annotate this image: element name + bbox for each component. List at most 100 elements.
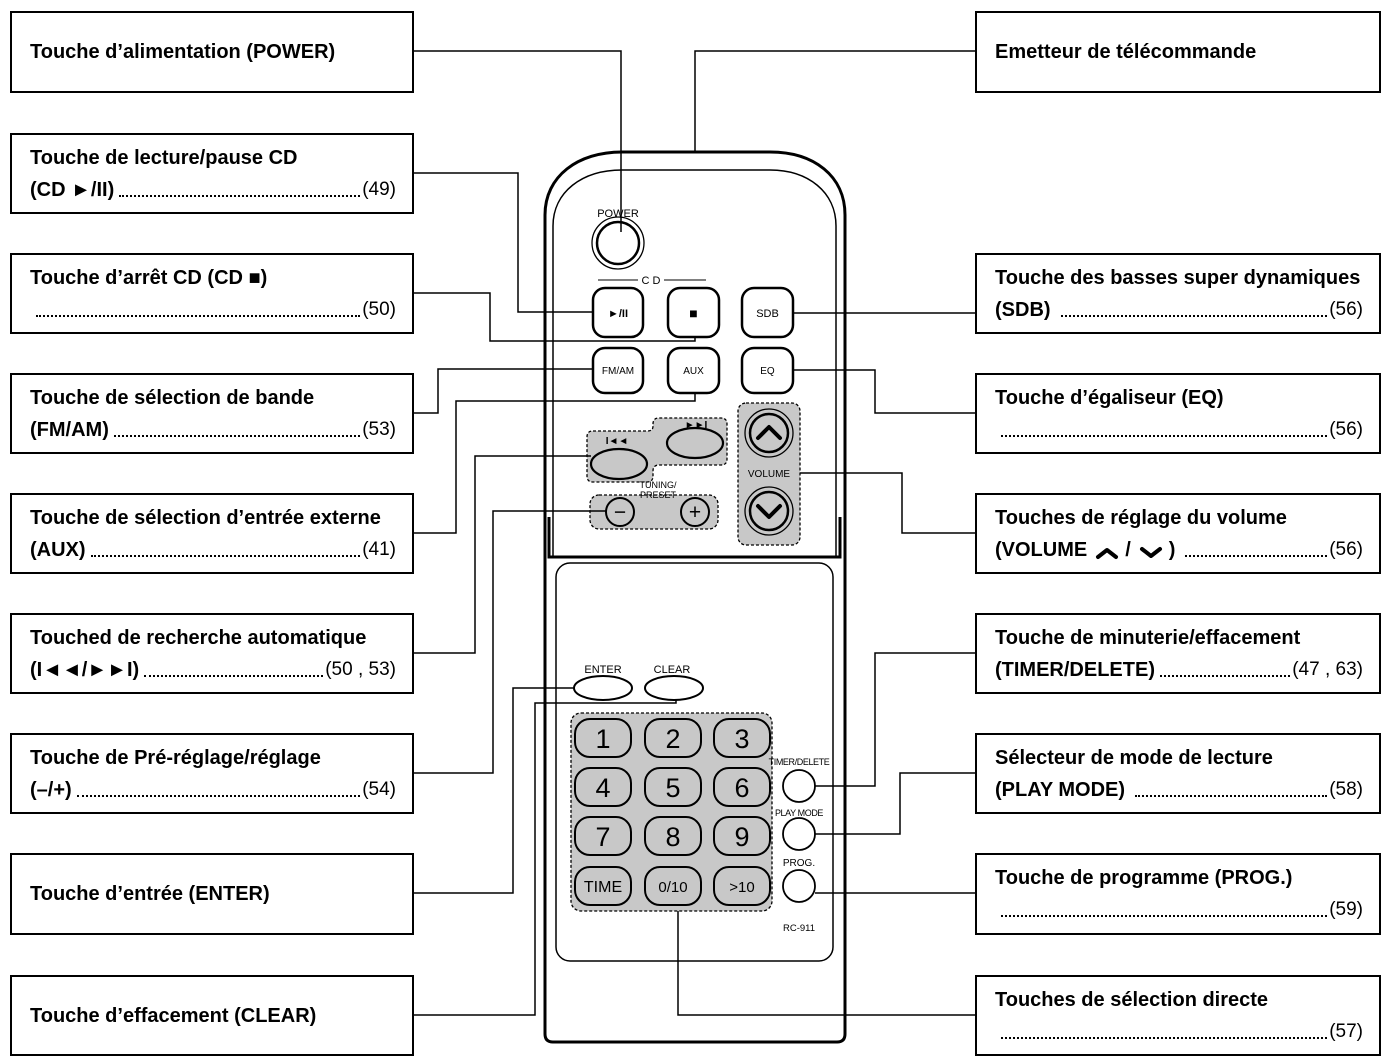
page-reference: (41) [362, 538, 396, 560]
callout-reference-row: (AUX) (41) [30, 534, 396, 566]
callout-reference-row: (59) [995, 894, 1363, 926]
dotted-leader [90, 554, 361, 557]
fm-am-label: FM/AM [602, 366, 634, 377]
callout-title: Touche des basses super dynamiques [995, 266, 1361, 289]
callout-title: Touche de minuterie/effacement [995, 626, 1301, 649]
callout-reference-row: (FM/AM) (53) [30, 414, 396, 446]
callout-line-tuning-preset [414, 510, 606, 774]
tuning-minus-button [605, 497, 635, 527]
key-5-button [644, 767, 702, 807]
skip-back-button [589, 447, 649, 481]
page-reference: (58) [1329, 778, 1363, 800]
page-reference: (59) [1329, 899, 1363, 920]
callout-line-direct-select [677, 911, 975, 1016]
callout-title: Touches de réglage du volume [995, 506, 1287, 529]
chevron-up-icon [1096, 547, 1119, 559]
callout-code-separator: / [1125, 538, 1131, 561]
callout-title: Touche d’égaliseur (EQ) [995, 386, 1224, 409]
prog-button [782, 869, 816, 903]
callout-box-fm-am: Touche de sélection de bande (FM/AM) (53… [10, 373, 414, 454]
callout-title: Touche de sélection de bande [30, 386, 315, 409]
callout-line-volume [800, 472, 975, 534]
page-reference: (50 , 53) [325, 658, 396, 680]
key-4-label: 4 [595, 773, 610, 803]
prog-label: PROG. [783, 858, 815, 869]
clear-button [644, 675, 704, 701]
play-mode-button [782, 817, 816, 851]
dotted-leader [113, 434, 361, 437]
key-over-10-button [713, 866, 771, 906]
key-time-button [574, 866, 632, 906]
volume-label: VOLUME [748, 469, 791, 480]
dotted-leader [1001, 1036, 1328, 1039]
callout-line-clear [414, 700, 677, 1016]
enter-label: ENTER [584, 664, 621, 676]
callout-code-end: ) [1168, 538, 1176, 561]
callout-reference-row: (56) [995, 414, 1363, 446]
callout-line-skip [414, 455, 591, 654]
callout-box-power: Touche d’alimentation (POWER) [10, 11, 414, 93]
chevron-up-icon [756, 425, 782, 440]
timer-delete-button [782, 769, 816, 803]
plus-label: + [689, 501, 701, 524]
callout-code: (VOLUME [995, 538, 1088, 561]
callout-lines [414, 50, 975, 1016]
callout-line-emitter [694, 50, 975, 152]
dotted-leader [1060, 314, 1328, 317]
fm-am-button [591, 346, 645, 395]
callout-line-aux [414, 393, 696, 534]
callout-box-aux: Touche de sélection d’entrée externe (AU… [10, 493, 414, 574]
stop-button [666, 286, 721, 339]
callout-line-timer-delete [815, 652, 975, 787]
power-label: POWER [597, 208, 639, 220]
callout-title: Touche d’alimentation (POWER) [30, 41, 336, 63]
callout-box-prog: Touche de programme (PROG.) (59) [975, 853, 1381, 935]
dotted-leader [36, 314, 361, 317]
page-reference: (56) [1329, 418, 1363, 440]
callout-reference-row: (50) [30, 294, 396, 326]
dotted-leader [1001, 434, 1328, 437]
key-0-10-button [644, 866, 702, 906]
chevron-down-icon [1139, 546, 1162, 558]
callout-line-fm-am [414, 368, 593, 414]
page-reference: (50) [362, 298, 396, 320]
page-reference: (49) [362, 178, 396, 200]
remote-control: POWER C D ►/II ■ SDB FM/AM AUX EQ I◄◄ ►►… [543, 150, 847, 1044]
key-4-button [574, 767, 632, 807]
page-reference: (56) [1329, 298, 1363, 320]
aux-button [666, 346, 721, 395]
cd-label: C D [642, 275, 661, 287]
key-6-label: 6 [734, 773, 749, 803]
dotted-leader [1135, 794, 1328, 797]
callout-code: (TIMER/DELETE) [995, 658, 1155, 681]
callout-title: Touche de sélection d’entrée externe [30, 506, 381, 529]
dotted-leader [1160, 674, 1291, 677]
callout-box-skip: Touched de recherche automatique (I◄◄/►►… [10, 613, 414, 694]
volume-down-button [748, 490, 790, 532]
callout-box-direct-select: Touches de sélection directe (57) [975, 975, 1381, 1056]
key-7-label: 7 [595, 822, 610, 852]
callout-box-eq: Touche d’égaliseur (EQ) (56) [975, 373, 1381, 454]
callout-title: Touche d’arrêt CD (CD ■) [30, 266, 268, 289]
eq-label: EQ [760, 366, 775, 377]
key-over-10-label: >10 [729, 879, 754, 896]
key-9-label: 9 [734, 822, 749, 852]
callout-line-stop [414, 292, 696, 342]
callout-line-play-mode [815, 772, 975, 835]
callout-line-play-pause [414, 172, 593, 313]
model-number: RC-911 [783, 923, 815, 934]
callout-title: Emetteur de télécommande [995, 41, 1257, 63]
timer-delete-label: TIMER/DELETE [769, 757, 830, 767]
callout-title: Touche d’effacement (CLEAR) [30, 1004, 317, 1027]
key-8-label: 8 [665, 822, 680, 852]
callout-box-tuning-preset: Touche de Pré-réglage/réglage (–/+) (54) [10, 733, 414, 814]
power-button [595, 220, 641, 266]
callout-box-volume: Touches de réglage du volume (VOLUME / )… [975, 493, 1381, 574]
callout-reference-row: (I◄◄/►►I) (50 , 53) [30, 654, 396, 686]
key-8-button [644, 816, 702, 856]
key-3-button [713, 718, 771, 758]
callout-code: (CD ►/II) [30, 178, 115, 201]
dotted-leader [144, 674, 324, 677]
page-reference: (56) [1329, 538, 1363, 560]
